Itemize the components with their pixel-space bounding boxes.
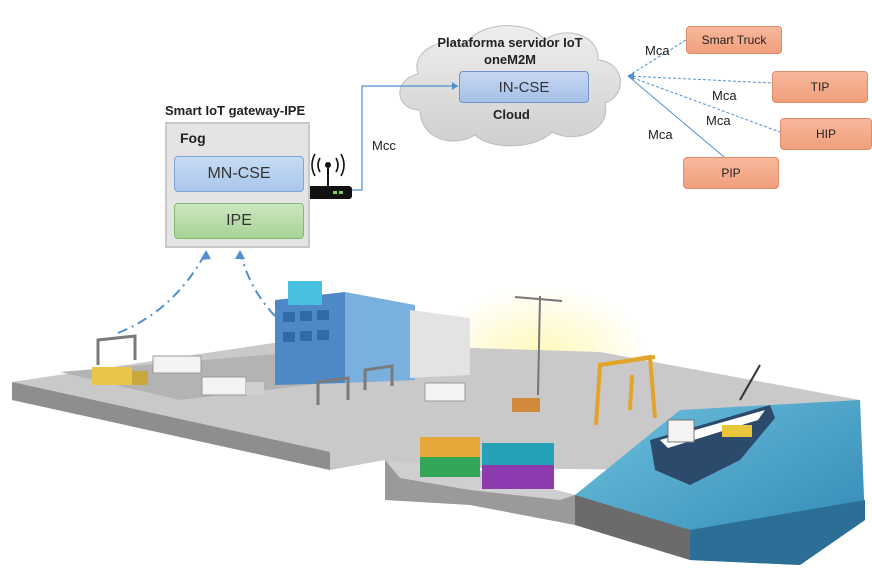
wireless-links — [117, 251, 276, 334]
mca-links — [627, 39, 781, 158]
fog-label: Fog — [180, 130, 206, 146]
mcc-label: Mcc — [372, 138, 396, 153]
mca-label-4: Mca — [648, 127, 673, 142]
app-tip: TIP — [772, 71, 868, 103]
mcc-link — [350, 82, 458, 191]
crane — [594, 354, 657, 426]
link-tip — [627, 75, 773, 84]
containers — [420, 437, 554, 489]
app-pip: PIP — [683, 157, 779, 189]
trucks — [92, 355, 540, 412]
sea — [575, 400, 865, 565]
app-hip: HIP — [780, 118, 872, 150]
in-cse-box: IN-CSE — [459, 71, 589, 103]
cloud-title-line1: Plataforma servidor IoT — [437, 35, 583, 50]
router-icon — [303, 153, 352, 199]
app-smart-truck: Smart Truck — [686, 26, 782, 54]
mn-cse-box: MN-CSE — [174, 156, 304, 192]
mca-label-3: Mca — [706, 113, 731, 128]
building — [275, 281, 470, 385]
cloud-title: Plataforma servidor IoT oneM2M — [430, 34, 590, 68]
ipe-box: IPE — [174, 203, 304, 239]
cloud-label: Cloud — [493, 107, 530, 122]
link-smart-truck — [627, 39, 687, 77]
link-pip — [627, 75, 725, 158]
link-hip — [627, 75, 781, 133]
gateway-title: Smart IoT gateway-IPE — [165, 103, 306, 118]
mca-label-1: Mca — [645, 43, 670, 58]
ship — [650, 364, 775, 485]
cloud-title-line2: oneM2M — [484, 52, 536, 67]
street-lamp — [514, 295, 563, 396]
gates — [96, 334, 394, 405]
mca-label-2: Mca — [712, 88, 737, 103]
